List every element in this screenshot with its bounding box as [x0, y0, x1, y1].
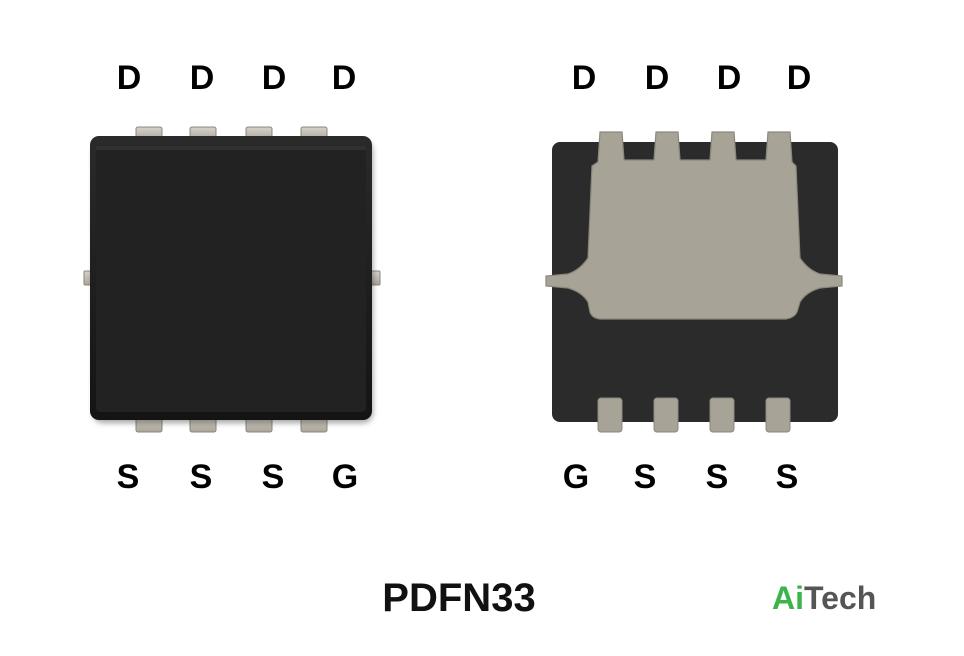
bottom-view-pin-label: S	[775, 458, 799, 496]
bottom-view-pin-label: G	[562, 458, 590, 496]
bottom-view-pad	[653, 397, 679, 433]
top-view-pin-label: S	[116, 458, 140, 496]
brand-prefix: Ai	[772, 580, 804, 616]
top-view-pin-label: G	[331, 458, 359, 496]
bottom-view-pin-label: D	[571, 59, 597, 97]
bottom-view-package	[545, 131, 843, 433]
top-view-package	[83, 126, 381, 433]
top-view-pin-label: D	[189, 59, 215, 97]
bottom-view-drain-pad	[545, 131, 843, 320]
bottom-view-pad	[709, 397, 735, 433]
bottom-view-pin-label: D	[644, 59, 670, 97]
bottom-view-pad	[765, 397, 791, 433]
top-view-pin-label: S	[261, 458, 285, 496]
package-name: PDFN33	[382, 576, 536, 620]
bottom-view-pin-label: D	[786, 59, 812, 97]
brand-suffix: Tech	[804, 580, 877, 616]
top-view-pin-label: D	[261, 59, 287, 97]
top-view-pin-label: D	[116, 59, 142, 97]
bottom-view-pin-label: S	[633, 458, 657, 496]
top-view-pin-label: D	[331, 59, 357, 97]
bottom-view-pin-label: D	[716, 59, 742, 97]
bottom-view-pad	[597, 397, 623, 433]
top-view-pin-label: S	[189, 458, 213, 496]
brand-logo: AiTech	[772, 582, 876, 614]
bottom-view-pin-label: S	[705, 458, 729, 496]
